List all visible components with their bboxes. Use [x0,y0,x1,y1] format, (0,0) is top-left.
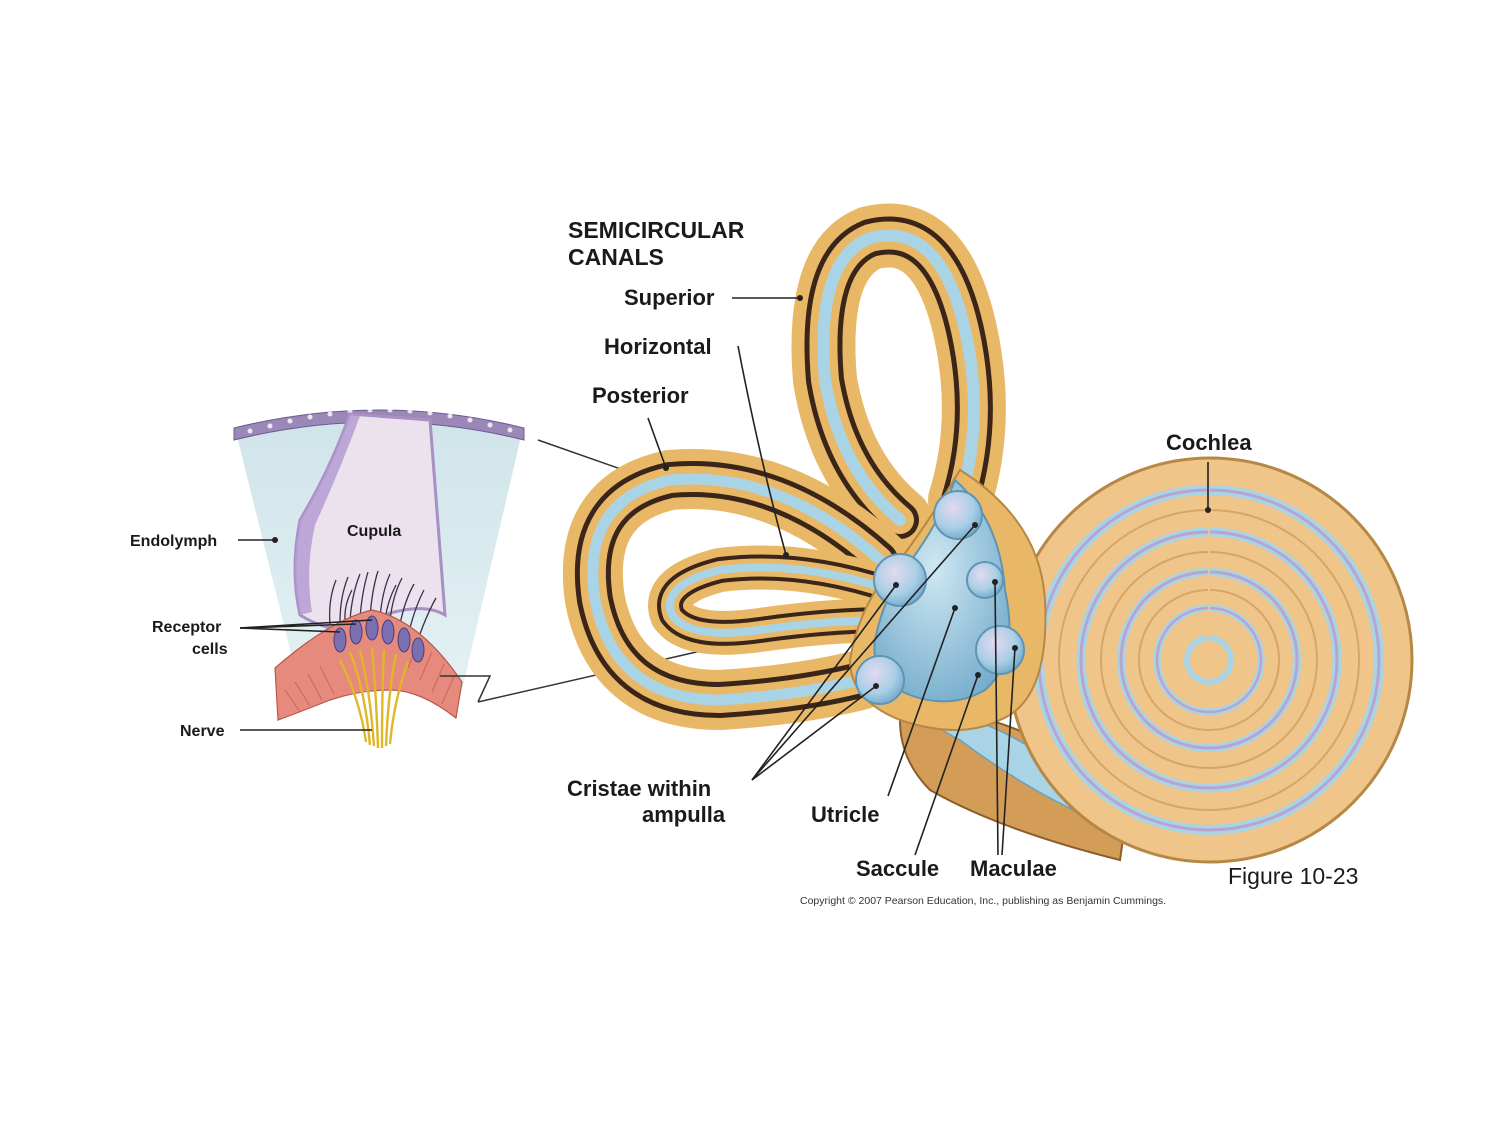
ampulla-posterior [855,655,905,705]
horizontal-canal [648,545,912,655]
cochlea-spiral [1034,485,1384,835]
label-nerve: Nerve [180,723,225,740]
label-superior: Superior [624,285,715,310]
nerve-fibers [338,647,410,749]
label-cristae-line2: ampulla [642,802,726,827]
label-horizontal: Horizontal [604,334,712,359]
cupula-edge [295,414,360,615]
membrane-cells [247,407,513,434]
supporting-tissue [274,609,463,721]
cochlea-outer [1006,456,1414,864]
heading-line1: SEMICIRCULAR [568,217,745,243]
posterior-canal [562,449,910,731]
label-endolymph: Endolymph [130,533,217,550]
receptor-cells [333,615,425,663]
label-posterior: Posterior [592,383,689,408]
figure-number: Figure 10-23 [1228,863,1358,889]
ampulla-horizontal [873,553,927,607]
label-receptor-line1: Receptor [152,619,221,636]
leader-lines [238,297,1209,856]
label-saccule: Saccule [856,856,939,881]
heading-line2: CANALS [568,244,664,270]
label-utricle: Utricle [811,802,879,827]
superior-canal [791,203,1006,552]
crista-inset [233,407,881,749]
leader-dots [272,295,1211,689]
label-maculae: Maculae [970,856,1057,881]
label-cupula: Cupula [347,523,401,540]
inset-callout-bracket [440,675,492,703]
labels: SEMICIRCULAR CANALS Superior Horizontal … [130,217,1358,907]
saccule-macula [975,625,1025,675]
ampulla-superior [933,490,983,540]
copyright-line: Copyright © 2007 Pearson Education, Inc.… [800,895,1166,907]
tissue-texture [284,639,455,713]
label-receptor-line2: cells [192,641,228,658]
utricle-macula [966,561,1004,599]
label-cristae-line1: Cristae within [567,776,711,801]
cochlea [898,456,1414,864]
bony-labyrinth [562,203,1414,864]
label-cochlea: Cochlea [1166,430,1252,455]
